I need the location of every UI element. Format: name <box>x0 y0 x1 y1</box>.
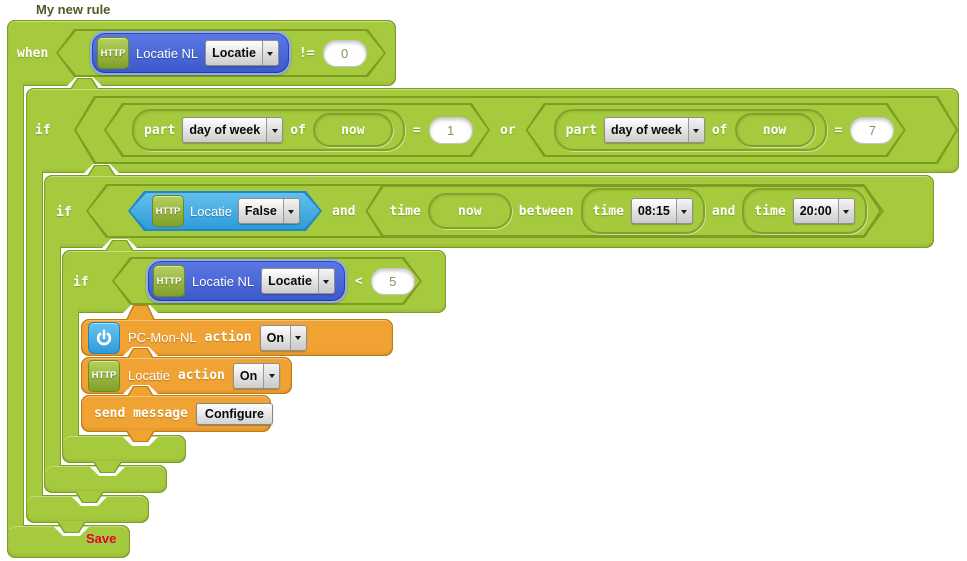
if-keyword: if <box>35 123 51 138</box>
time-keyword: time <box>389 203 421 219</box>
time-between-block[interactable]: time now between time 08:15 and <box>365 185 881 237</box>
configure-button[interactable]: Configure <box>195 402 273 425</box>
chevron-down-icon <box>282 199 299 223</box>
now-socket[interactable]: now <box>734 113 815 147</box>
date-part-expression[interactable]: part day of week of now <box>132 109 405 151</box>
level-device-block[interactable]: HTTP Locatie NL Locatie <box>146 259 347 303</box>
of-keyword: of <box>711 122 728 138</box>
now-keyword: now <box>458 203 482 219</box>
of-keyword: of <box>290 122 306 138</box>
when-device-block[interactable]: HTTP Locatie NL Locatie <box>90 31 291 75</box>
chevron-down-icon <box>261 41 278 65</box>
chevron-down-icon <box>317 269 334 293</box>
and-keyword: and <box>711 203 736 219</box>
action-keyword: action <box>204 330 252 345</box>
date-part-expression[interactable]: part day of week of now <box>553 109 827 151</box>
equals-operator: = <box>834 122 843 138</box>
http-icon: HTTP <box>88 359 120 392</box>
device-name: PC-Mon-NL <box>128 330 197 345</box>
now-socket[interactable]: now <box>427 193 512 229</box>
equals-operator: = <box>412 122 421 138</box>
sensor-state-dropdown[interactable]: False <box>237 198 300 224</box>
day-value-input-1[interactable]: 1 <box>428 116 473 144</box>
end-time-dropdown[interactable]: 20:00 <box>792 198 855 224</box>
when-operator: != <box>298 45 315 61</box>
http-icon: HTTP <box>97 37 129 69</box>
compare-block-day-1[interactable]: part day of week of now = 1 <box>104 103 490 157</box>
day-value-input-2[interactable]: 7 <box>850 116 895 144</box>
if-time-condition-socket[interactable]: HTTP Locatie False and time now <box>86 184 884 238</box>
if-day-condition-socket[interactable]: part day of week of now = 1 <box>74 96 958 164</box>
if-keyword: if <box>73 275 89 290</box>
action-state-dropdown[interactable]: On <box>259 324 307 351</box>
http-icon: HTTP <box>152 195 184 227</box>
now-keyword: now <box>762 122 787 138</box>
part-keyword: part <box>144 122 176 138</box>
now-socket[interactable]: now <box>312 113 393 147</box>
time-keyword: time <box>754 203 786 219</box>
level-value-input[interactable]: 5 <box>370 267 415 295</box>
send-message-keyword: send message <box>94 406 188 421</box>
level-property-dropdown[interactable]: Locatie <box>261 268 335 294</box>
sensor-state-block[interactable]: HTTP Locatie False <box>128 191 322 231</box>
when-device-property-dropdown[interactable]: Locatie <box>205 40 279 66</box>
action-state-dropdown[interactable]: On <box>232 362 281 389</box>
chevron-down-icon <box>687 118 704 142</box>
if-keyword: if <box>56 205 72 220</box>
time-value-block-start[interactable]: time 08:15 <box>580 188 705 234</box>
chevron-down-icon <box>675 199 692 223</box>
date-part-dropdown[interactable]: day of week <box>603 117 705 143</box>
device-name: Locatie NL <box>192 273 255 289</box>
http-icon: HTTP <box>153 265 185 297</box>
now-keyword: now <box>341 122 365 138</box>
chevron-down-icon <box>266 118 283 142</box>
compare-block-day-2[interactable]: part day of week of now = 7 <box>526 103 906 157</box>
start-time-dropdown[interactable]: 08:15 <box>630 198 693 224</box>
device-name: Locatie <box>128 368 170 383</box>
less-than-operator: < <box>354 273 363 289</box>
if-level-condition-socket[interactable]: HTTP Locatie NL Locatie < 5 <box>112 257 422 305</box>
chevron-down-icon <box>289 325 306 350</box>
power-icon <box>88 321 120 354</box>
when-condition-socket[interactable]: HTTP Locatie NL Locatie != 0 <box>56 29 386 77</box>
and-joiner: and <box>332 203 356 219</box>
when-keyword: when <box>17 46 49 61</box>
device-name: Locatie <box>190 203 232 219</box>
when-value-input[interactable]: 0 <box>322 39 367 67</box>
or-joiner: or <box>500 122 516 138</box>
part-keyword: part <box>565 122 597 138</box>
action-keyword: action <box>177 368 225 383</box>
rule-title: My new rule <box>36 2 111 17</box>
between-keyword: between <box>518 203 574 219</box>
save-button[interactable]: Save <box>86 531 117 546</box>
time-keyword: time <box>592 203 624 219</box>
chevron-down-icon <box>263 363 280 388</box>
date-part-dropdown[interactable]: day of week <box>182 117 284 143</box>
time-value-block-end[interactable]: time 20:00 <box>742 188 867 234</box>
device-name: Locatie NL <box>136 45 199 61</box>
chevron-down-icon <box>837 199 854 223</box>
